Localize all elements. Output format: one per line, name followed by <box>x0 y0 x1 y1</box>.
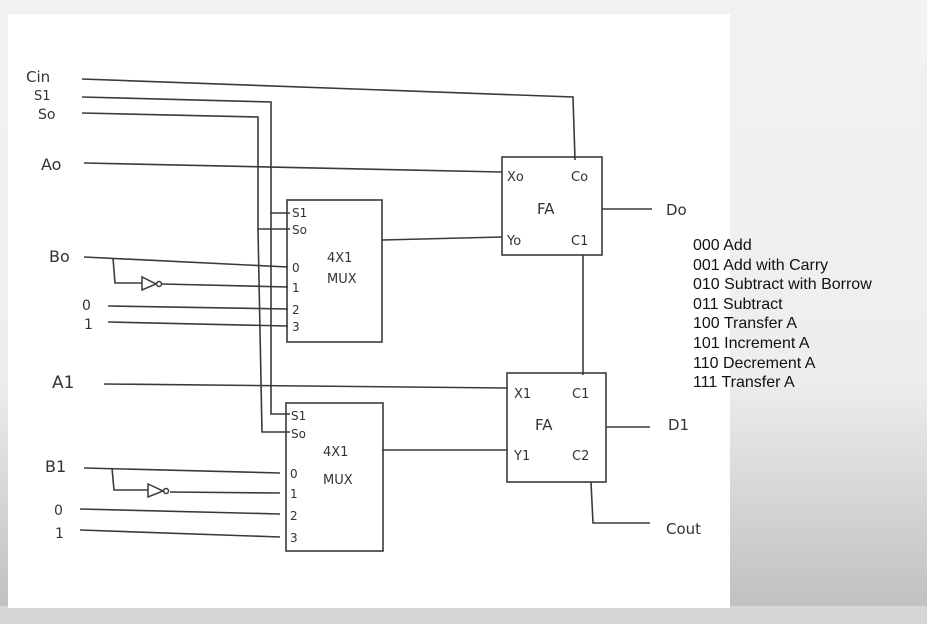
legend-item: 011 Subtract <box>693 295 783 313</box>
mux1-in2-wire <box>79 508 281 515</box>
operation-legend: 000 Add 001 Add with Carry 010 Subtract … <box>693 236 872 393</box>
cout-wire <box>590 481 650 524</box>
legend-item: 000 Add <box>693 237 752 254</box>
s1-wire-bottom <box>270 213 290 415</box>
legend-item: 010 Subtract with Borrow <box>693 276 872 294</box>
legend-item: 101 Increment A <box>693 334 810 352</box>
mux0-s1-pin: S1 <box>292 206 307 220</box>
mux0-title: 4X1 <box>327 251 352 266</box>
legend-item: 111 Transfer A <box>693 374 795 392</box>
inverters <box>141 275 170 499</box>
b1-inv-wire <box>169 491 281 494</box>
mux1-text: S1 So 0 1 2 3 4X1 MUX <box>290 409 353 545</box>
mux1-in2-pin: 2 <box>290 509 298 523</box>
b1-wire <box>83 467 281 474</box>
paper-sheet <box>8 14 730 608</box>
s1-wire-top <box>81 96 290 214</box>
d1-label: D1 <box>668 416 689 434</box>
mux0-text: S1 So 0 1 2 3 4X1 MUX <box>292 206 357 334</box>
mux0-in3-wire <box>107 321 289 327</box>
b0-branch-wire <box>112 257 142 284</box>
fa0-text: Xo Yo Co C1 FA <box>506 170 588 249</box>
fa1-box <box>506 372 607 483</box>
a0-label: Ao <box>41 155 61 174</box>
s1-label: S1 <box>34 89 51 104</box>
mux1-in1-pin: 1 <box>290 487 298 501</box>
inverter-1-bubble-icon <box>162 487 170 495</box>
mux1-in3-pin: 3 <box>290 531 298 545</box>
mux0-in2-wire <box>107 305 289 310</box>
a1-label: A1 <box>52 373 74 393</box>
fa0-y-pin: Yo <box>506 234 521 249</box>
mux0-out-wire <box>381 236 503 241</box>
legend-item: 001 Add with Carry <box>693 256 829 274</box>
mux1-in0-pin: 0 <box>290 467 298 481</box>
legend-item: 110 Decrement A <box>693 354 816 372</box>
fa1-x-pin: X1 <box>514 387 531 402</box>
mux1-title: 4X1 <box>323 445 348 460</box>
mux1-s0-pin: So <box>291 427 306 441</box>
mux0-in0-pin: 0 <box>292 261 300 275</box>
mux0-in3-pin: 3 <box>292 320 300 334</box>
b1-label: B1 <box>45 457 66 476</box>
b0-label: Bo <box>49 247 70 266</box>
a0-wire <box>83 162 503 173</box>
s0-label: So <box>38 107 55 123</box>
mux1-box <box>285 402 384 552</box>
fa1-text: X1 Y1 C1 C2 FA <box>513 387 589 464</box>
fa1-cout-pin: C2 <box>572 449 589 464</box>
fa0-title: FA <box>537 200 555 218</box>
legend-item: 100 Transfer A <box>693 315 798 333</box>
fa0-x-pin: Xo <box>507 170 524 185</box>
s0-wire-top <box>81 112 290 230</box>
mux0-s0-pin: So <box>292 223 307 237</box>
fa0-cin-pin: Co <box>571 170 588 185</box>
bottom-strip <box>0 606 927 624</box>
b0-inv-wire <box>161 283 289 288</box>
one-label-bottom: 1 <box>55 526 64 542</box>
fa1-y-pin: Y1 <box>513 449 530 464</box>
mux0-in1-pin: 1 <box>292 281 300 295</box>
fa0-box <box>501 156 603 256</box>
zero-label-bottom: 0 <box>54 503 63 519</box>
fa1-title: FA <box>535 416 553 434</box>
cin-label: Cin <box>26 68 50 86</box>
a1-wire <box>103 383 508 389</box>
fa0-cout-pin: C1 <box>571 234 588 249</box>
mux0-in2-pin: 2 <box>292 303 300 317</box>
cin-wire <box>81 78 576 161</box>
d0-label: Do <box>666 201 687 219</box>
mux1-s1-pin: S1 <box>291 409 306 423</box>
mux0-box <box>286 199 383 343</box>
mux1-in3-wire <box>79 529 281 538</box>
left-labels: Cin S1 So Ao Bo 0 1 A1 B1 0 1 <box>26 68 93 542</box>
inverter-0-icon <box>141 275 158 292</box>
blocks <box>285 156 607 552</box>
right-labels: Do D1 Cout <box>666 201 701 538</box>
zero-label-top: 0 <box>82 298 91 314</box>
b1-branch-wire <box>111 467 148 491</box>
inverter-1-icon <box>147 482 165 499</box>
fa1-cin-pin: C1 <box>572 387 589 402</box>
one-label-top: 1 <box>84 317 93 333</box>
mux1-subtitle: MUX <box>323 473 353 488</box>
mux0-subtitle: MUX <box>327 272 357 287</box>
cout-label: Cout <box>666 520 701 538</box>
s0-wire-bottom <box>257 228 290 433</box>
wires <box>79 78 652 538</box>
inverter-0-bubble-icon <box>155 280 163 288</box>
b0-wire <box>83 256 289 268</box>
